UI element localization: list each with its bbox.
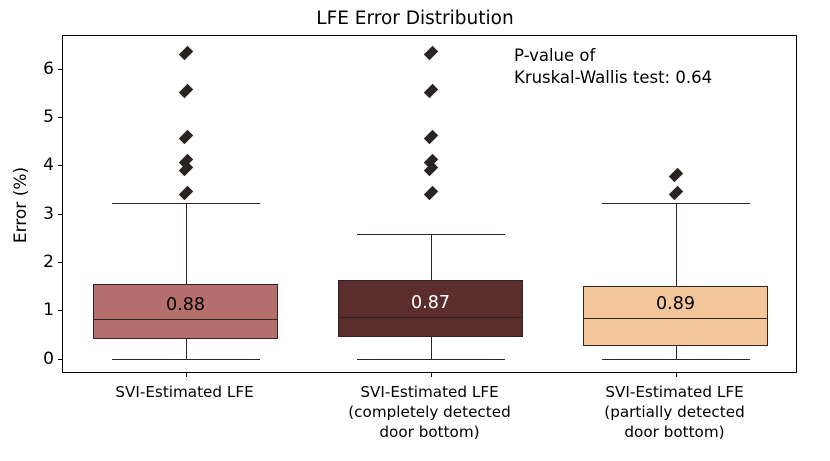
x-tick-label-line: SVI-Estimated LFE	[360, 383, 499, 401]
x-tick-mark-1	[430, 372, 432, 377]
y-tick-mark	[58, 68, 63, 70]
median-value-label-1: 0.87	[411, 293, 450, 314]
whisker-cap-upper-0	[111, 203, 260, 205]
outlier-point-0-1	[178, 83, 193, 98]
pvalue-annotation: P-value of Kruskal-Wallis test: 0.64	[514, 46, 713, 87]
outlier-point-1-2	[423, 130, 438, 145]
outlier-point-1-5	[423, 186, 438, 201]
outlier-point-0-2	[178, 130, 193, 145]
median-line-2	[583, 318, 768, 320]
whisker-cap-upper-2	[601, 203, 750, 205]
y-tick-mark	[58, 358, 63, 360]
x-tick-label-1: SVI-Estimated LFE (completely detected doo…	[300, 382, 560, 442]
y-tick-label: 4	[43, 155, 54, 176]
chart-title: LFE Error Distribution	[316, 8, 514, 29]
whisker-cap-lower-2	[601, 358, 750, 360]
x-tick-label-line: door bottom)	[379, 423, 480, 441]
outlier-point-2-0	[668, 167, 683, 183]
y-tick-label: 6	[43, 58, 54, 79]
y-tick-mark	[58, 165, 63, 167]
whisker-cap-upper-1	[356, 233, 505, 235]
x-tick-mark-0	[185, 372, 187, 377]
y-tick-label: 3	[43, 203, 54, 224]
x-tick-label-line: door bottom)	[624, 423, 725, 441]
outlier-point-0-0	[178, 45, 193, 61]
x-tick-label-line: SVI-Estimated LFE	[605, 383, 744, 401]
whisker-upper-2	[675, 203, 677, 287]
whisker-upper-1	[430, 233, 432, 280]
median-value-label-0: 0.88	[166, 294, 205, 315]
outlier-point-1-1	[423, 83, 438, 98]
y-tick-label: 5	[43, 107, 54, 128]
box-2[interactable]	[583, 286, 768, 347]
x-tick-label-line: SVI-Estimated LFE	[115, 383, 254, 401]
y-tick-mark	[58, 117, 63, 119]
whisker-lower-1	[430, 336, 432, 359]
median-line-1	[338, 317, 523, 319]
y-tick-label: 1	[43, 300, 54, 321]
x-tick-mark-2	[675, 372, 677, 377]
x-tick-label-2: SVI-Estimated LFE (partially detected door…	[545, 382, 805, 442]
y-axis-label: Error (%)	[11, 166, 31, 244]
whisker-lower-2	[675, 346, 677, 359]
outlier-point-2-1	[668, 186, 683, 201]
outlier-point-0-5	[178, 186, 193, 201]
box-1[interactable]	[338, 279, 523, 337]
x-tick-label-line: (partially detected	[604, 403, 745, 421]
y-tick-mark	[58, 310, 63, 312]
x-tick-label-line: (completely detected	[348, 403, 511, 421]
whisker-cap-lower-1	[356, 358, 505, 360]
y-tick-mark	[58, 213, 63, 215]
y-tick-label: 0	[43, 348, 54, 369]
whisker-upper-0	[185, 203, 187, 284]
median-line-0	[93, 318, 278, 320]
y-tick-mark	[58, 261, 63, 263]
y-tick-label: 2	[43, 251, 54, 272]
box-0[interactable]	[93, 283, 278, 340]
median-value-label-2: 0.89	[656, 294, 695, 315]
whisker-lower-0	[185, 339, 187, 359]
whisker-cap-lower-0	[111, 358, 260, 360]
outlier-point-1-0	[423, 45, 438, 61]
plot-area: 0 1 2 3 4 5 6 0.88 0.87 0.89 P-value of Kruskal-…	[43, 35, 797, 377]
x-tick-label-0: SVI-Estimated LFE	[55, 382, 315, 402]
